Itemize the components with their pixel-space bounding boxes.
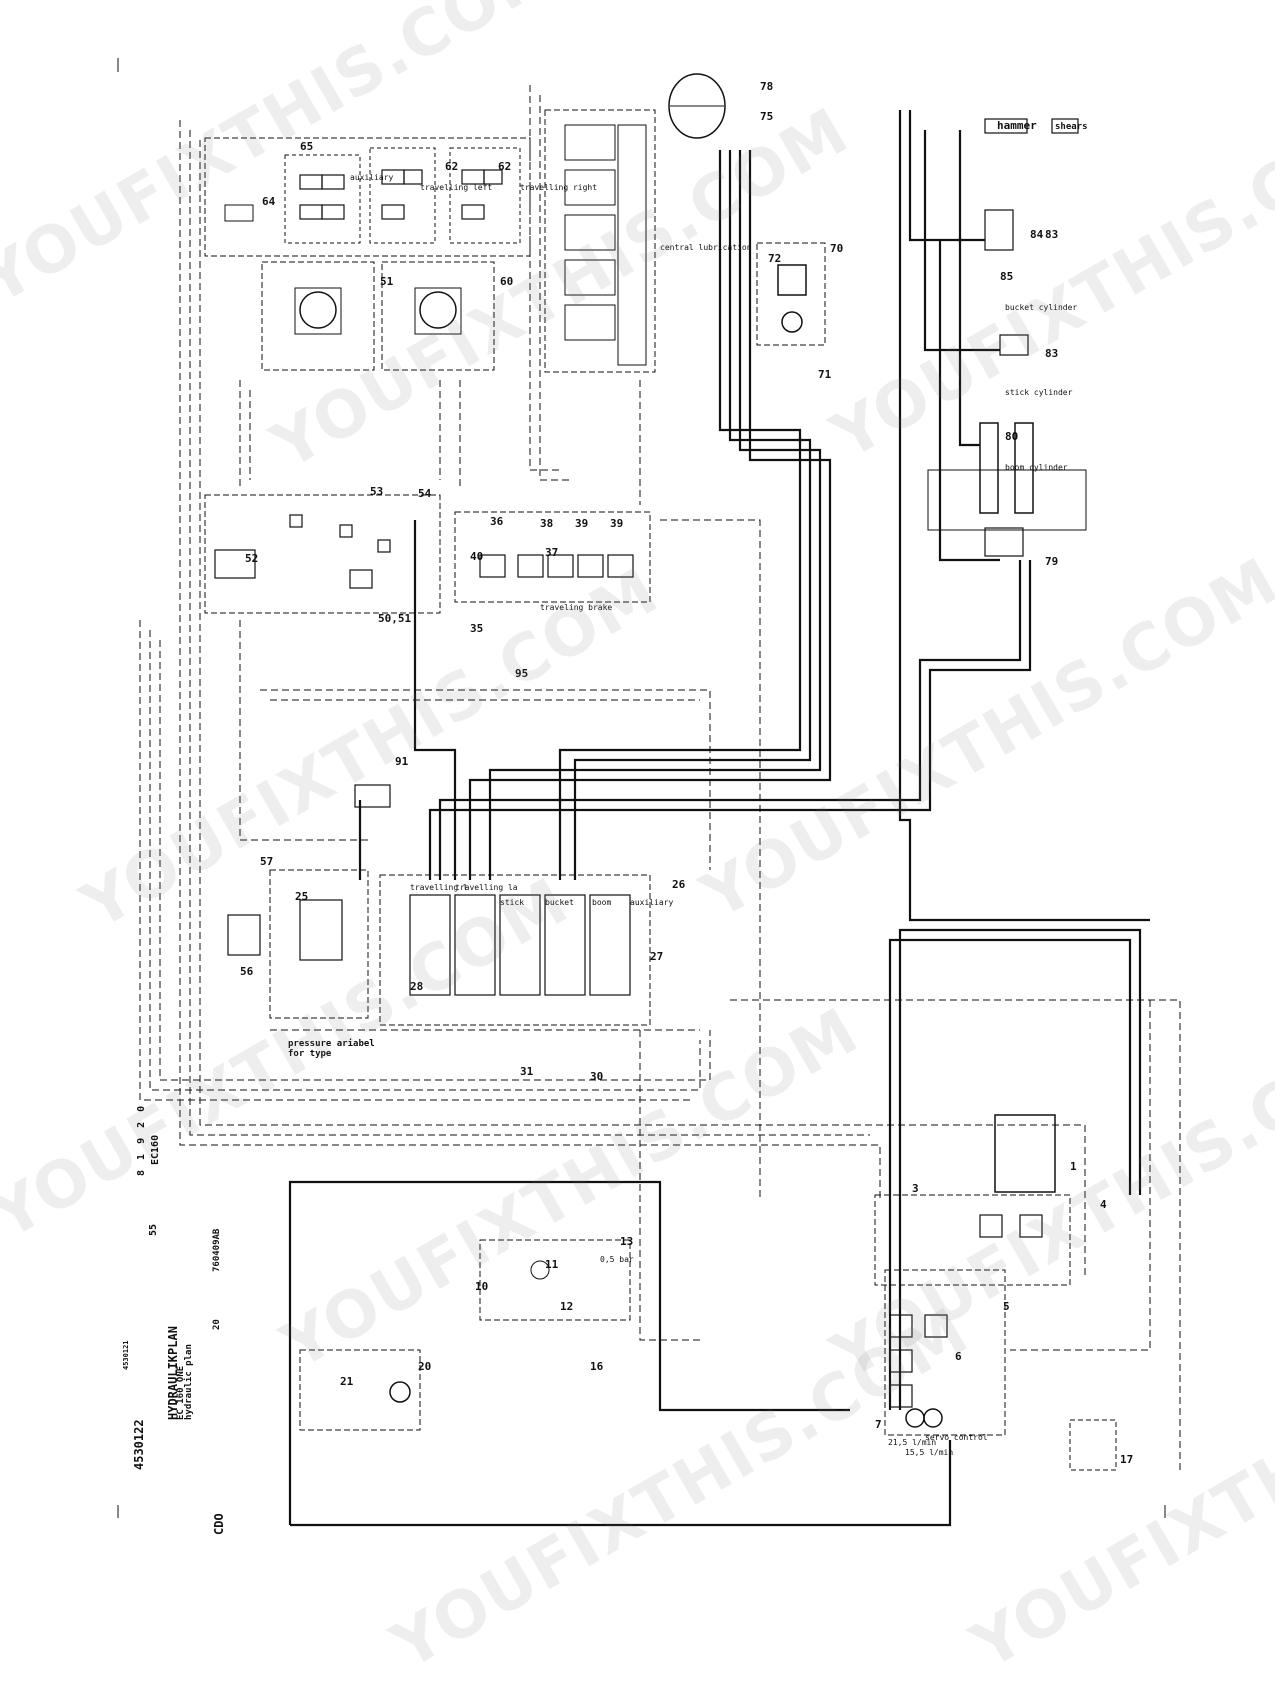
small-code: 4530121 — [122, 1340, 130, 1370]
component-37: 37 — [545, 546, 558, 559]
travelling-l-spool-label: travelling l — [410, 883, 468, 892]
stick-spool-label: stick — [500, 898, 524, 907]
component-79: 79 — [1045, 555, 1058, 568]
component-70: 70 — [830, 242, 843, 255]
component-11: 11 — [545, 1258, 559, 1271]
travelling-la-spool-label: travelling la — [455, 883, 518, 892]
type-note: for type — [288, 1049, 332, 1059]
travelling-left-label: travelling left — [420, 183, 492, 192]
component-39b: 39 — [610, 517, 623, 530]
servo-control-label: servo control — [925, 1433, 988, 1442]
component-51: 51 — [380, 275, 394, 288]
pump-rate-label: 21,5 l/min — [888, 1438, 936, 1447]
component-57: 57 — [260, 855, 273, 868]
component-83b: 83 — [1045, 347, 1058, 360]
pump-rate-2-label: 15,5 l/min — [905, 1448, 953, 1457]
component-56: 56 — [240, 965, 254, 978]
component-39a: 39 — [575, 517, 588, 530]
boom-spool-label: boom — [592, 898, 611, 907]
schematic-drawing: hammer shears pressure ariabel for type … — [117, 58, 1181, 1527]
component-71: 71 — [818, 368, 832, 381]
model-suffix: 55 — [148, 1223, 159, 1236]
bar-note-label: 0,5 bar — [600, 1255, 634, 1264]
component-65: 65 — [300, 140, 313, 153]
component-38: 38 — [540, 517, 553, 530]
component-30: 30 — [590, 1070, 603, 1083]
bucket-cylinder-label: bucket cylinder — [1005, 303, 1077, 312]
component-3: 3 — [912, 1182, 919, 1195]
component-1: 1 — [1070, 1160, 1077, 1173]
boom-cylinder-label: boom cylinder — [1005, 463, 1068, 472]
travelling-right-label: travelling right — [520, 183, 597, 192]
sheet-number: 20 — [212, 1319, 222, 1330]
component-84: 84 — [1030, 228, 1044, 241]
component-60: 60 — [500, 275, 513, 288]
pressure-note: pressure ariabel — [288, 1038, 375, 1049]
component-13: 13 — [620, 1235, 633, 1248]
model-label: EC160 — [150, 1134, 161, 1165]
auxiliary-spool-label: auxiliary — [630, 898, 674, 907]
component-83a: 83 — [1045, 228, 1058, 241]
sheet-code: 760409AB — [212, 1228, 222, 1272]
component-52: 52 — [245, 552, 258, 565]
component-95: 95 — [515, 667, 528, 680]
component-21: 21 — [340, 1375, 354, 1388]
component-36: 36 — [490, 515, 504, 528]
component-4: 4 — [1100, 1198, 1107, 1211]
revision-code: CDO — [212, 1513, 226, 1535]
component-6: 6 — [955, 1350, 962, 1363]
component-25: 25 — [295, 890, 308, 903]
component-40: 40 — [470, 550, 483, 563]
traveling-brake-label: traveling brake — [540, 603, 612, 612]
component-20: 20 — [418, 1360, 431, 1373]
drawing-number: 4530122 — [132, 1419, 146, 1470]
hammer-tag: hammer — [997, 119, 1037, 132]
component-31: 31 — [520, 1065, 534, 1078]
component-62b: 62 — [498, 160, 511, 173]
component-12: 12 — [560, 1300, 573, 1313]
component-16: 16 — [590, 1360, 604, 1373]
component-7: 7 — [875, 1418, 882, 1431]
component-62a: 62 — [445, 160, 458, 173]
component-78: 78 — [760, 80, 773, 93]
component-28: 28 — [410, 980, 423, 993]
component-35: 35 — [470, 622, 483, 635]
central-lubrication-label: central lubrication — [660, 243, 752, 252]
component-64: 64 — [262, 195, 276, 208]
component-27: 27 — [650, 950, 663, 963]
component-10: 10 — [475, 1280, 488, 1293]
component-53: 53 — [370, 485, 383, 498]
drawing-subtitle-2: hydraulic plan — [184, 1344, 194, 1420]
component-91: 91 — [395, 755, 409, 768]
component-75: 75 — [760, 110, 773, 123]
component-50-51: 50,51 — [378, 612, 411, 625]
bucket-spool-label: bucket — [545, 898, 574, 907]
component-5: 5 — [1003, 1300, 1010, 1313]
component-54: 54 — [418, 487, 432, 500]
shears-tag: shears — [1055, 122, 1088, 132]
component-72: 72 — [768, 252, 781, 265]
serial-digits: 8 1 9 2 0 — [136, 1103, 147, 1176]
component-80: 80 — [1005, 430, 1018, 443]
auxiliary-label: auxiliary — [350, 173, 394, 182]
component-17: 17 — [1120, 1453, 1133, 1466]
component-26: 26 — [672, 878, 686, 891]
component-85: 85 — [1000, 270, 1013, 283]
stick-cylinder-label: stick cylinder — [1005, 388, 1073, 397]
